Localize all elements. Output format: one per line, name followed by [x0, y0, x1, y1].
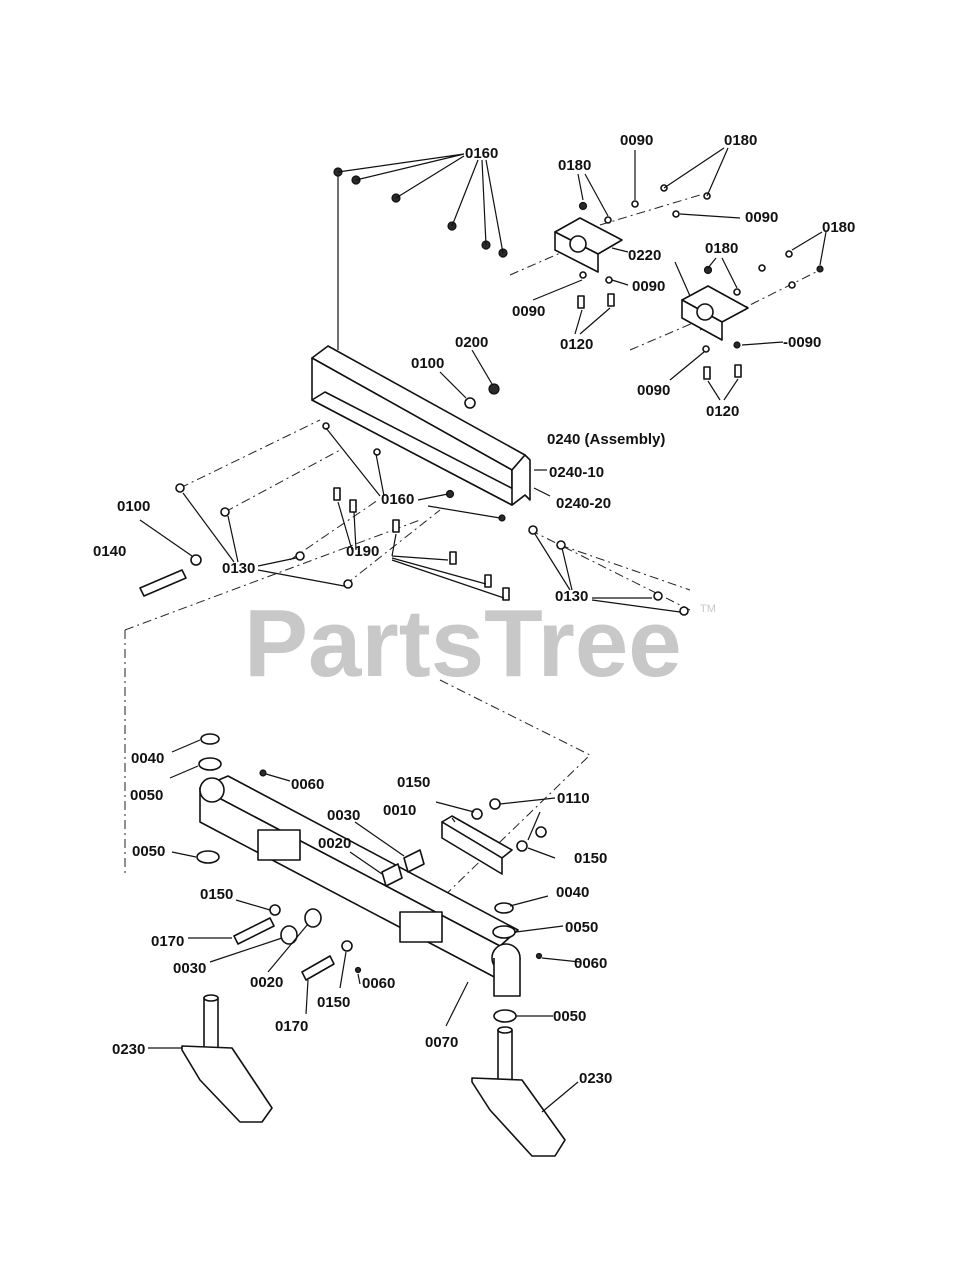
- callout-0150-a: 0150: [397, 774, 430, 791]
- spindle-left-0230: [181, 994, 273, 1123]
- callout-0110: 0110: [557, 790, 590, 807]
- spindle-right-0230: [471, 1026, 566, 1157]
- callout-0090-bot: 0090: [637, 382, 670, 399]
- callout-0050-b: 0050: [132, 843, 165, 860]
- callout-0020-a: 0020: [318, 835, 351, 852]
- front-axle-0070: [199, 775, 521, 997]
- callout-0040-b: 0040: [556, 884, 589, 901]
- callout-0050-a: 0050: [130, 787, 163, 804]
- callout-0040-a: 0040: [131, 750, 164, 767]
- callout-0020-b: 0020: [250, 974, 283, 991]
- callout-0130-a: 0130: [222, 560, 255, 577]
- mounting-bracket-right: [681, 285, 749, 341]
- callout-0090-r2: -0090: [783, 334, 821, 351]
- callout-0150-c: 0150: [574, 850, 607, 867]
- callout-0170-b: 0170: [275, 1018, 308, 1035]
- hardware-lower: [196, 733, 547, 1023]
- pivot-bracket-0010: [441, 815, 513, 875]
- callout-0240-20: 0240-20: [556, 495, 611, 512]
- callout-0130-b: 0130: [555, 588, 588, 605]
- callout-0180-c: 0180: [705, 240, 738, 257]
- partstree-watermark: PartsTree: [244, 590, 682, 697]
- callout-0060-a: 0060: [291, 776, 324, 793]
- callout-0220: 0220: [628, 247, 661, 264]
- callout-0140: 0140: [93, 543, 126, 560]
- callout-0010: 0010: [383, 802, 416, 819]
- callout-0180-b: 0180: [558, 157, 591, 174]
- callout-0240-10: 0240-10: [549, 464, 604, 481]
- callout-0160-top: 0160: [465, 145, 498, 162]
- callout-0060-c: 0060: [574, 955, 607, 972]
- callout-labels: 0160 0090 0180 0180 0090 0220 0180 0180 …: [93, 132, 855, 1087]
- callout-0180-a: 0180: [724, 132, 757, 149]
- callout-0240-assembly: 0240 (Assembly): [547, 431, 665, 448]
- frame-rail-0240: [311, 345, 531, 506]
- callout-0070: 0070: [425, 1034, 458, 1051]
- callout-0200: 0200: [455, 334, 488, 351]
- callout-0160-mid: 0160: [381, 491, 414, 508]
- callout-0190: 0190: [346, 543, 379, 560]
- callout-0100-a: 0100: [411, 355, 444, 372]
- hardware-upper: [139, 167, 824, 616]
- callout-0090-mid: 0090: [632, 278, 665, 295]
- mounting-bracket-left: [554, 217, 623, 273]
- callout-0180-d: 0180: [822, 219, 855, 236]
- callout-0150-b: 0150: [200, 886, 233, 903]
- trademark-mark: TM: [700, 603, 716, 615]
- callout-0120-b: 0120: [706, 403, 739, 420]
- callout-0090-left: 0090: [512, 303, 545, 320]
- callout-0030-b: 0030: [173, 960, 206, 977]
- callout-0230-b: 0230: [579, 1070, 612, 1087]
- callout-0090-top: 0090: [620, 132, 653, 149]
- callout-0050-d: 0050: [553, 1008, 586, 1025]
- leader-lines: [139, 147, 827, 1113]
- callout-0170-a: 0170: [151, 933, 184, 950]
- callout-0100-b: 0100: [117, 498, 150, 515]
- callout-0050-c: 0050: [565, 919, 598, 936]
- callout-0150-d: 0150: [317, 994, 350, 1011]
- callout-0230-a: 0230: [112, 1041, 145, 1058]
- callout-0090-r1: 0090: [745, 209, 778, 226]
- callout-0060-b: 0060: [362, 975, 395, 992]
- callout-0120-a: 0120: [560, 336, 593, 353]
- callout-0030-a: 0030: [327, 807, 360, 824]
